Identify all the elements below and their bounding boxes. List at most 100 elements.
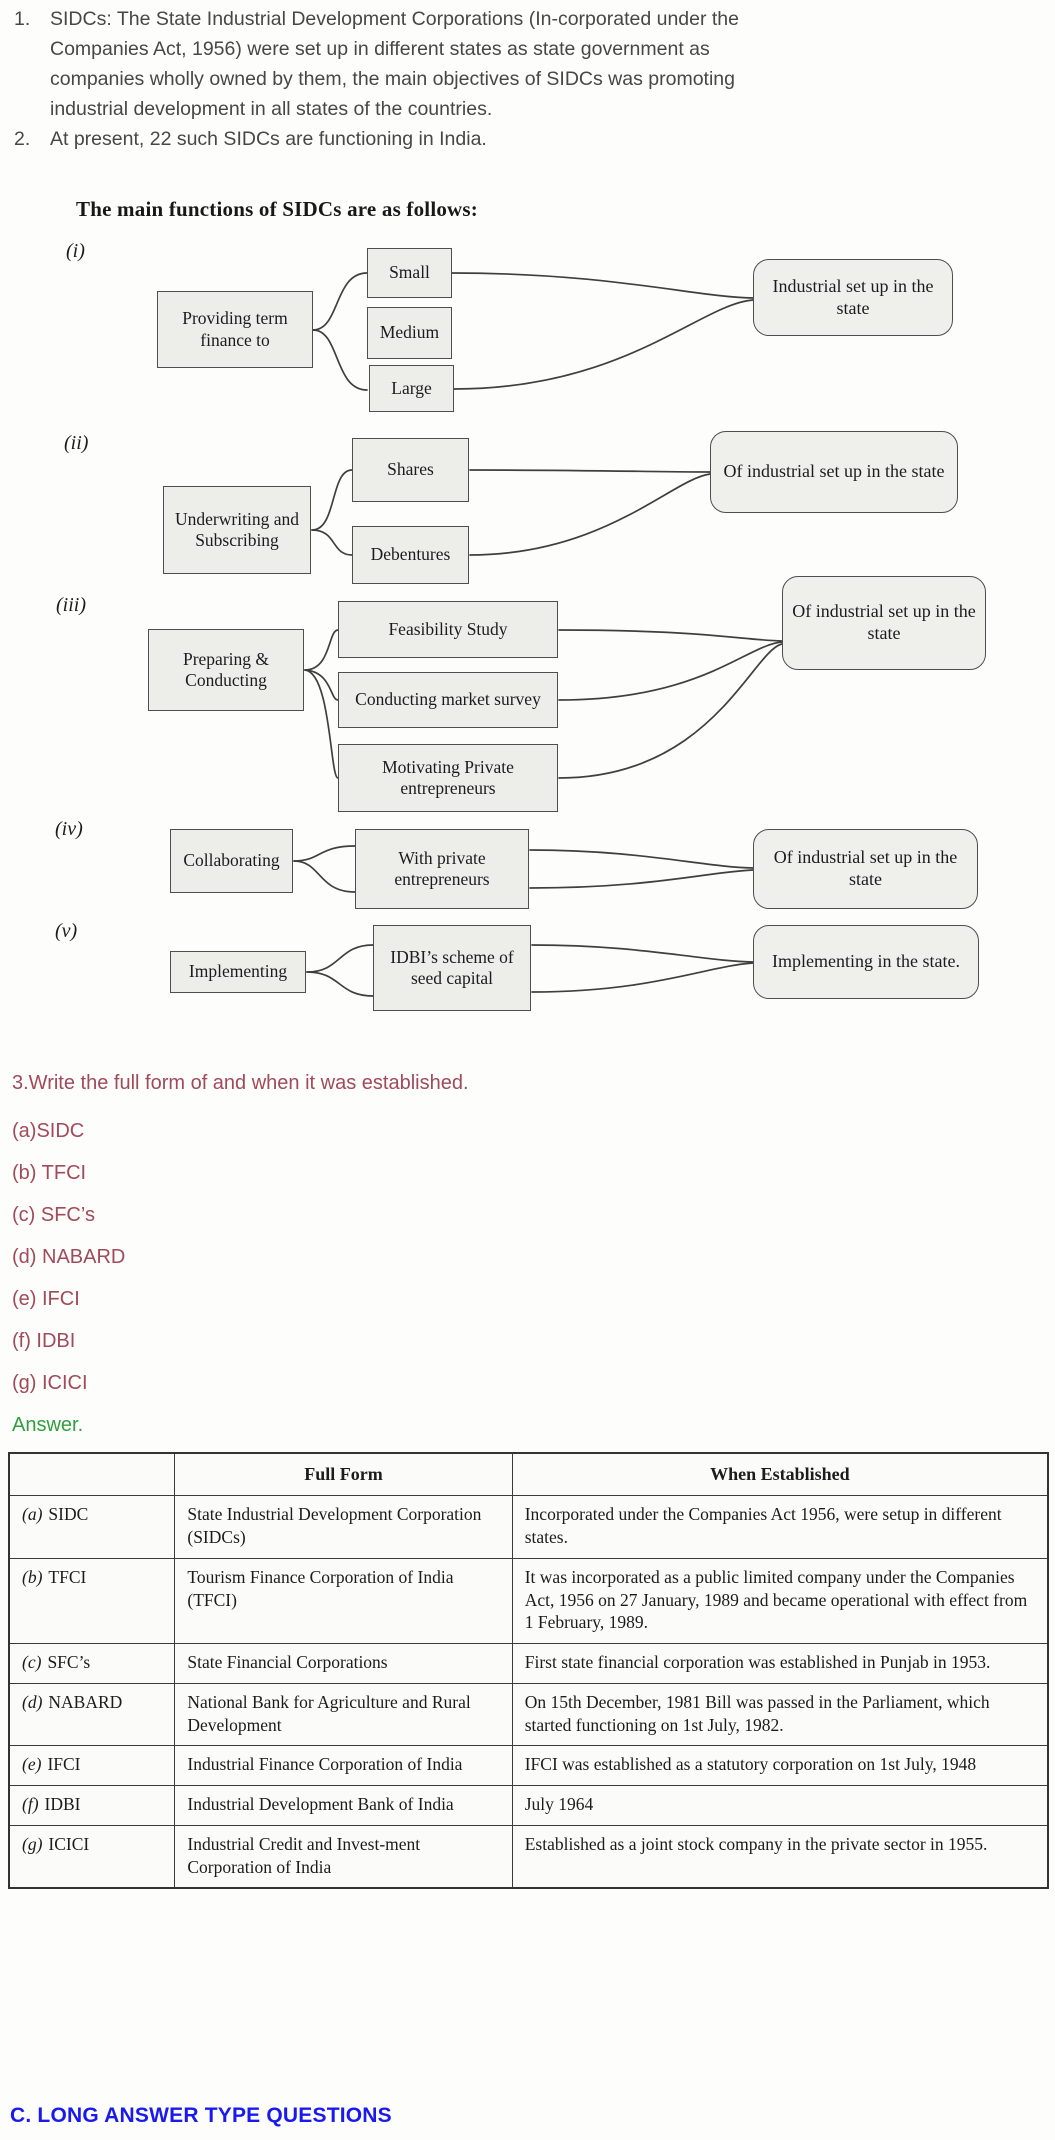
connector-path [558, 643, 783, 779]
question-option: (g) ICICI [12, 1372, 88, 1394]
table-row: (a)SIDC State Industrial Development Cor… [8, 1495, 1049, 1559]
connector-path [306, 944, 374, 973]
flow-middle-box: Shares [352, 438, 469, 502]
full-form-cell: Industrial Development Bank of India [174, 1785, 513, 1826]
connector-path [312, 272, 368, 331]
established-cell: Incorporated under the Companies Act 195… [511, 1495, 1049, 1559]
full-form-cell: State Financial Corporations [174, 1643, 513, 1684]
row-acronym: IDBI [44, 1794, 81, 1815]
row-label-cell: (c)SFC’s [8, 1643, 176, 1684]
row-label-cell: (b)TFCI [8, 1557, 176, 1645]
table-row: (c)SFC’s State Financial Corporations Fi… [8, 1643, 1049, 1684]
row-label-cell: (e)IFCI [8, 1745, 176, 1787]
table-header-full-form: Full Form [174, 1452, 513, 1497]
flow-middle-box: Feasibility Study [338, 601, 558, 658]
connector-path [558, 629, 783, 642]
row-acronym: SIDC [48, 1504, 89, 1525]
question-option: (a)SIDC [12, 1120, 85, 1142]
question-option: (f) IDBI [12, 1330, 76, 1352]
flow-connectors-svg [293, 272, 783, 997]
flow-row-label: (ii) [64, 432, 89, 454]
row-acronym: TFCI [48, 1566, 87, 1587]
connector-path [304, 669, 339, 701]
table-row: (g)ICICI Industrial Credit and Invest-me… [8, 1824, 1049, 1889]
established-cell: July 1964 [511, 1785, 1049, 1826]
diagram-title: The main functions of SIDCs are as follo… [76, 197, 478, 221]
answer-label: Answer. [12, 1414, 84, 1436]
flow-target-box: Industrial set up in the state [753, 259, 953, 336]
established-cell: Established as a joint stock company in … [511, 1824, 1049, 1889]
list-item-text: SIDCs: The State Industrial Development … [50, 8, 739, 120]
question-heading: 3.Write the full form of and when it was… [12, 1072, 469, 1094]
flow-source-box: Providing term finance to [157, 291, 313, 368]
flow-middle-box: Motivating Private entrepreneurs [338, 744, 558, 812]
established-cell: It was incorporated as a public limited … [511, 1557, 1049, 1645]
section-heading-long-answer: C. LONG ANSWER TYPE QUESTIONS [10, 2104, 392, 2127]
established-cell: IFCI was established as a statutory corp… [511, 1745, 1049, 1787]
connector-path [453, 299, 754, 390]
full-form-cell: State Industrial Development Corporation… [174, 1495, 513, 1559]
row-acronym: SFC’s [47, 1652, 91, 1673]
row-letter: (c) [22, 1652, 42, 1673]
table-header-when-established: When Established [511, 1452, 1049, 1497]
connector-path [306, 971, 374, 997]
connector-path [529, 849, 754, 869]
flow-source-box: Preparing & Conducting [148, 629, 304, 711]
row-letter: (d) [22, 1691, 43, 1712]
flow-middle-box: Medium [367, 307, 452, 359]
row-letter: (b) [22, 1566, 43, 1587]
full-form-cell: Tourism Finance Corporation of India (TF… [174, 1557, 513, 1645]
list-item-text: At present, 22 such SIDCs are functionin… [50, 128, 487, 150]
intro-list: 1. SIDCs: The State Industrial Developme… [14, 4, 798, 154]
flow-source-box: Implementing [170, 951, 306, 993]
row-label-cell: (a)SIDC [8, 1495, 176, 1559]
row-acronym: IFCI [47, 1754, 81, 1775]
row-letter: (a) [22, 1504, 43, 1525]
flow-row-label: (iv) [55, 818, 83, 840]
connector-path [304, 629, 339, 671]
row-letter: (f) [22, 1794, 39, 1815]
row-acronym: NABARD [48, 1691, 123, 1712]
answers-table: Full Form When Established (a)SIDC State… [8, 1452, 1049, 1890]
row-letter: (e) [22, 1754, 42, 1775]
connector-path [469, 469, 711, 473]
list-item-number: 2. [14, 128, 31, 150]
question-option: (c) SFC’s [12, 1204, 95, 1226]
connector-path [293, 860, 356, 893]
connector-path [293, 845, 356, 862]
question-option: (b) TFCI [12, 1162, 87, 1184]
flow-row-label: (iii) [56, 594, 86, 616]
row-label-cell: (f) IDBI [8, 1785, 176, 1826]
connector-path [311, 529, 353, 556]
table-header-empty [8, 1452, 176, 1497]
connector-path [531, 962, 754, 993]
full-form-cell: Industrial Credit and Invest-ment Corpor… [174, 1824, 513, 1889]
connector-path [469, 473, 711, 556]
flow-source-box: Collaborating [170, 829, 293, 893]
flow-middle-box: Conducting market survey [338, 672, 558, 728]
table-row: (e)IFCI Industrial Finance Corporation o… [8, 1745, 1049, 1787]
flow-source-box: Underwriting and Subscribing [163, 486, 311, 574]
list-item: 2. At present, 22 such SIDCs are functio… [14, 124, 798, 154]
flow-row-label: (v) [55, 920, 78, 942]
list-item-number: 1. [14, 8, 31, 30]
row-letter: (g) [22, 1833, 43, 1854]
connector-path [558, 641, 783, 701]
connector-path [312, 329, 368, 391]
table-row: (b)TFCI Tourism Finance Corporation of I… [8, 1557, 1049, 1645]
established-cell: First state financial corporation was es… [511, 1643, 1049, 1684]
established-cell: On 15th December, 1981 Bill was passed i… [511, 1682, 1049, 1747]
flow-target-box: Of industrial set up in the state [782, 576, 986, 670]
flow-middle-box: Large [369, 365, 454, 412]
flow-target-box: Implementing in the state. [753, 925, 979, 999]
table-row: (f) IDBI Industrial Development Bank of I… [8, 1785, 1049, 1826]
connector-path [529, 869, 754, 889]
flow-row-label: (i) [66, 240, 85, 262]
flow-middle-box: IDBI’s scheme of seed capital [373, 925, 531, 1011]
connector-path [311, 469, 353, 531]
table-row: (d)NABARD National Bank for Agriculture … [8, 1682, 1049, 1747]
flow-target-box: Of industrial set up in the state [753, 829, 978, 909]
row-label-cell: (d)NABARD [8, 1682, 176, 1747]
flow-middle-box: With private entrepreneurs [355, 829, 529, 909]
question-block: 3.Write the full form of and when it was… [12, 1072, 732, 1453]
